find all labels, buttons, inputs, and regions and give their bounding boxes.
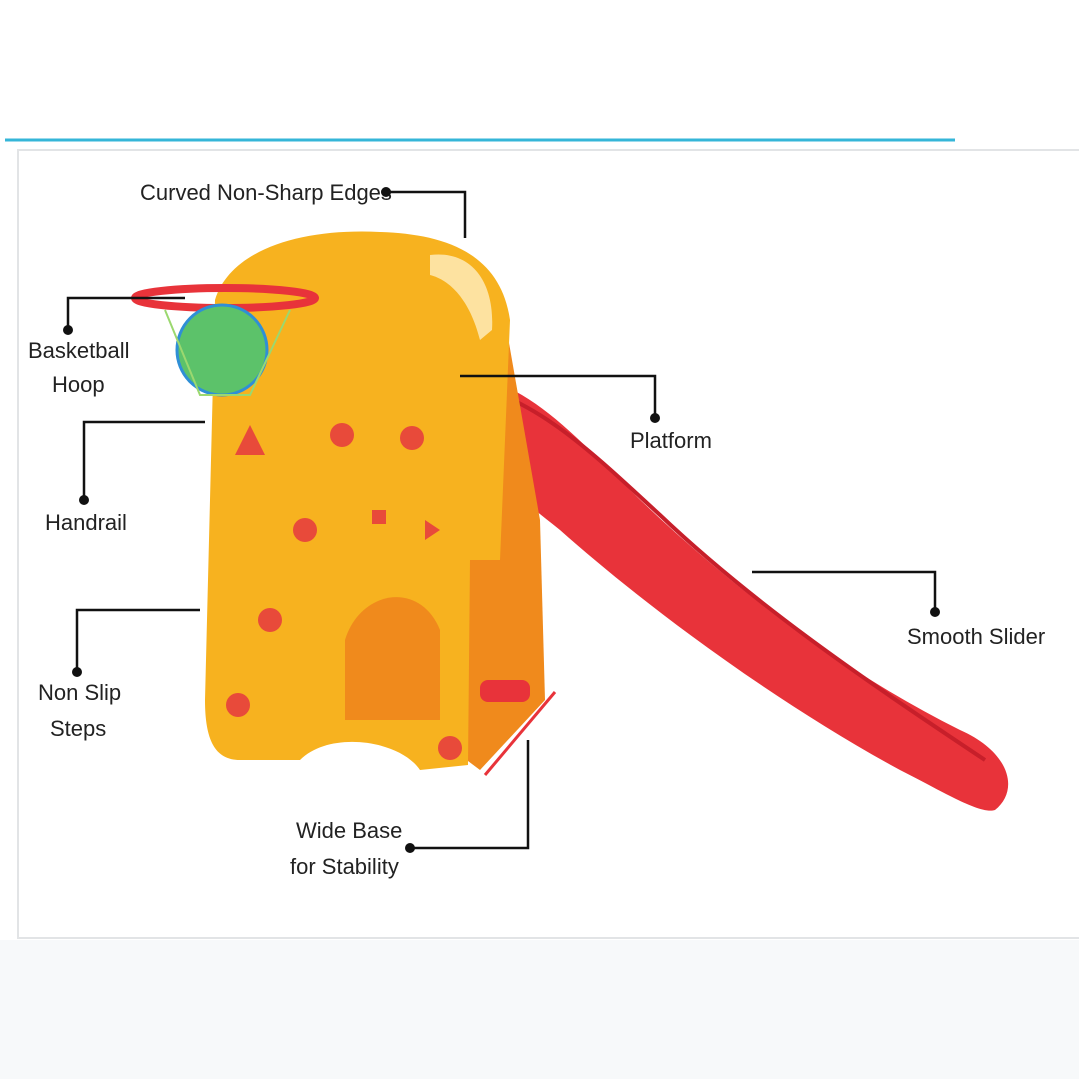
label-handrail: Handrail bbox=[45, 510, 127, 535]
label-wide-base: Wide Base bbox=[296, 818, 402, 843]
label-smooth-slider: Smooth Slider bbox=[907, 624, 1045, 649]
label-steps: Steps bbox=[50, 716, 106, 741]
base-measure-line bbox=[483, 691, 557, 776]
hoop-net bbox=[164, 309, 291, 396]
slide-chute bbox=[455, 372, 1009, 811]
callout-platform: Platform bbox=[460, 374, 712, 453]
label-non-slip: Non Slip bbox=[38, 680, 121, 705]
callout-hoop: Basketball Hoop bbox=[28, 296, 185, 397]
label-basketball: Basketball bbox=[28, 338, 130, 363]
callout-edges: Curved Non-Sharp Edges bbox=[140, 180, 467, 238]
step-holds bbox=[226, 423, 462, 760]
ball-in-net bbox=[175, 303, 269, 397]
label-curved-edges: Curved Non-Sharp Edges bbox=[140, 180, 392, 205]
callout-handrail: Handrail bbox=[45, 420, 205, 535]
callout-steps: Non Slip Steps bbox=[38, 608, 200, 741]
slide-ridge bbox=[469, 383, 987, 762]
curved-handle bbox=[430, 254, 493, 340]
bottom-band bbox=[0, 940, 1079, 1079]
panel-frame bbox=[17, 149, 1079, 939]
label-platform: Platform bbox=[630, 428, 712, 453]
base-bar bbox=[480, 680, 530, 702]
crawl-hole bbox=[345, 597, 440, 720]
callout-slider: Smooth Slider bbox=[752, 570, 1045, 649]
callout-base: Wide Base for Stability bbox=[290, 740, 530, 879]
label-for-stability: for Stability bbox=[290, 854, 399, 879]
slide-illustration bbox=[131, 231, 1009, 811]
label-hoop: Hoop bbox=[52, 372, 105, 397]
